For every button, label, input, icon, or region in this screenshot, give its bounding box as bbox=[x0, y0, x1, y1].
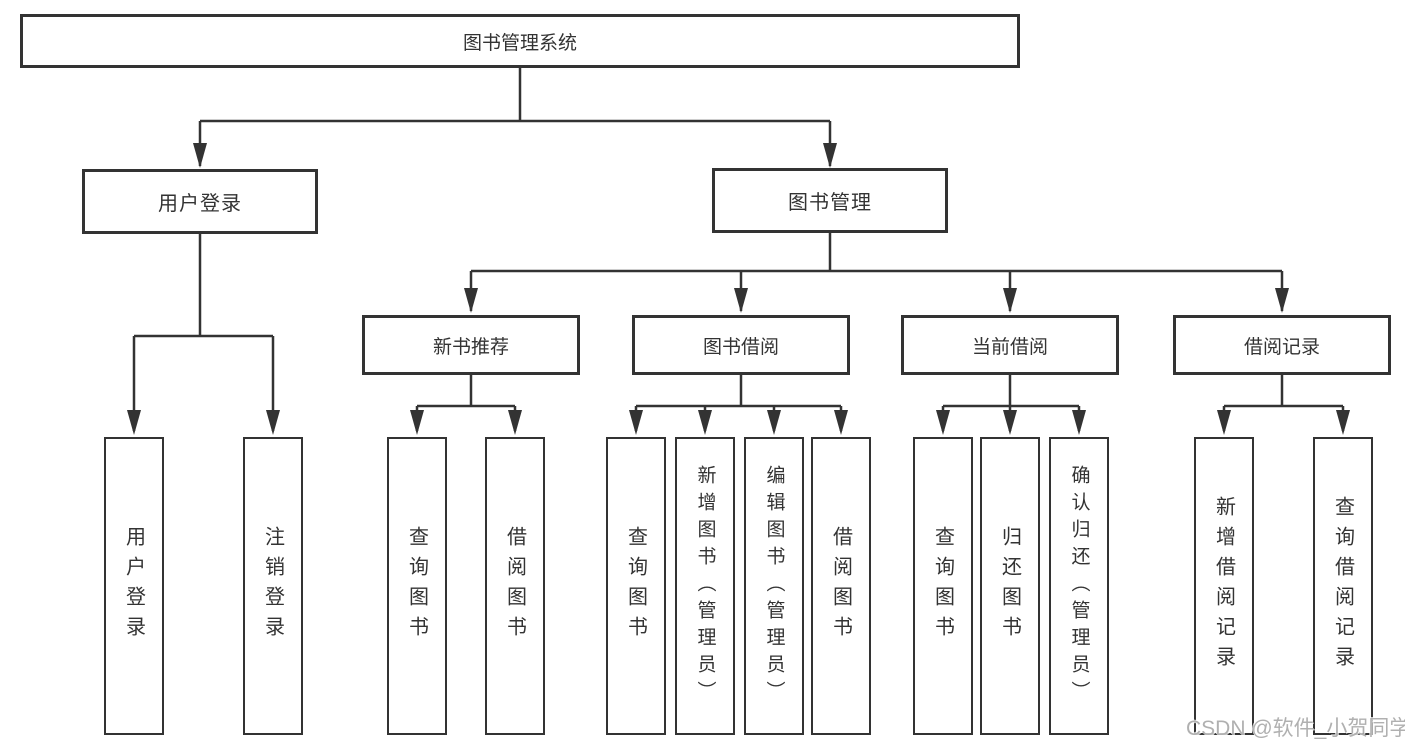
node-label: 查询图书 bbox=[931, 526, 954, 646]
node-label: 图书管理系统 bbox=[462, 32, 577, 54]
node-label: 图书管理 bbox=[788, 192, 872, 214]
node-label: 新书推荐 bbox=[432, 336, 509, 358]
arrowheads bbox=[127, 143, 1350, 435]
node-current-borrowing: 当前借阅 bbox=[901, 315, 1119, 375]
csdn-watermark: CSDN @软件_小贺同学 bbox=[1186, 717, 1405, 740]
leaf-add-books-admin: 新增图书（管理员） bbox=[675, 437, 735, 735]
leaf-logout: 注销登录 bbox=[243, 437, 303, 735]
node-borrowing-records: 借阅记录 bbox=[1173, 315, 1391, 375]
node-label: 注销登录 bbox=[261, 526, 284, 646]
node-label: 新增借阅记录 bbox=[1212, 496, 1235, 676]
node-label: 查询借阅记录 bbox=[1331, 496, 1354, 676]
node-new-book-recommendation: 新书推荐 bbox=[362, 315, 580, 375]
node-label: 确认归还（管理员） bbox=[1068, 464, 1090, 708]
node-root-library-system: 图书管理系统 bbox=[20, 14, 1020, 68]
leaf-query-books-current: 查询图书 bbox=[913, 437, 973, 735]
node-label: 查询图书 bbox=[624, 526, 647, 646]
node-label: 查询图书 bbox=[405, 526, 428, 646]
leaf-query-books-borrowing: 查询图书 bbox=[606, 437, 666, 735]
node-label: 用户登录 bbox=[122, 526, 145, 646]
leaf-user-login: 用户登录 bbox=[104, 437, 164, 735]
tree-edges bbox=[132, 68, 1345, 431]
node-label: 借阅图书 bbox=[829, 526, 852, 646]
leaf-add-borrow-record: 新增借阅记录 bbox=[1194, 437, 1254, 735]
node-label: 图书借阅 bbox=[702, 336, 779, 358]
node-label: 编辑图书（管理员） bbox=[763, 464, 785, 708]
node-book-management-branch: 图书管理 bbox=[712, 168, 948, 233]
node-label: 归还图书 bbox=[998, 526, 1021, 646]
leaf-query-books-recommend: 查询图书 bbox=[387, 437, 447, 735]
leaf-edit-books-admin: 编辑图书（管理员） bbox=[744, 437, 804, 735]
leaf-borrow-books-recommend: 借阅图书 bbox=[485, 437, 545, 735]
node-user-login-branch: 用户登录 bbox=[82, 169, 318, 234]
leaf-confirm-return-admin: 确认归还（管理员） bbox=[1049, 437, 1109, 735]
leaf-borrow-books: 借阅图书 bbox=[811, 437, 871, 735]
node-label: 新增图书（管理员） bbox=[694, 464, 716, 708]
node-label: 借阅记录 bbox=[1243, 336, 1320, 358]
leaf-return-books: 归还图书 bbox=[980, 437, 1040, 735]
node-book-borrowing: 图书借阅 bbox=[632, 315, 850, 375]
node-label: 当前借阅 bbox=[971, 336, 1048, 358]
node-label: 借阅图书 bbox=[503, 526, 526, 646]
node-label: 用户登录 bbox=[158, 193, 242, 215]
leaf-query-borrow-record: 查询借阅记录 bbox=[1313, 437, 1373, 735]
